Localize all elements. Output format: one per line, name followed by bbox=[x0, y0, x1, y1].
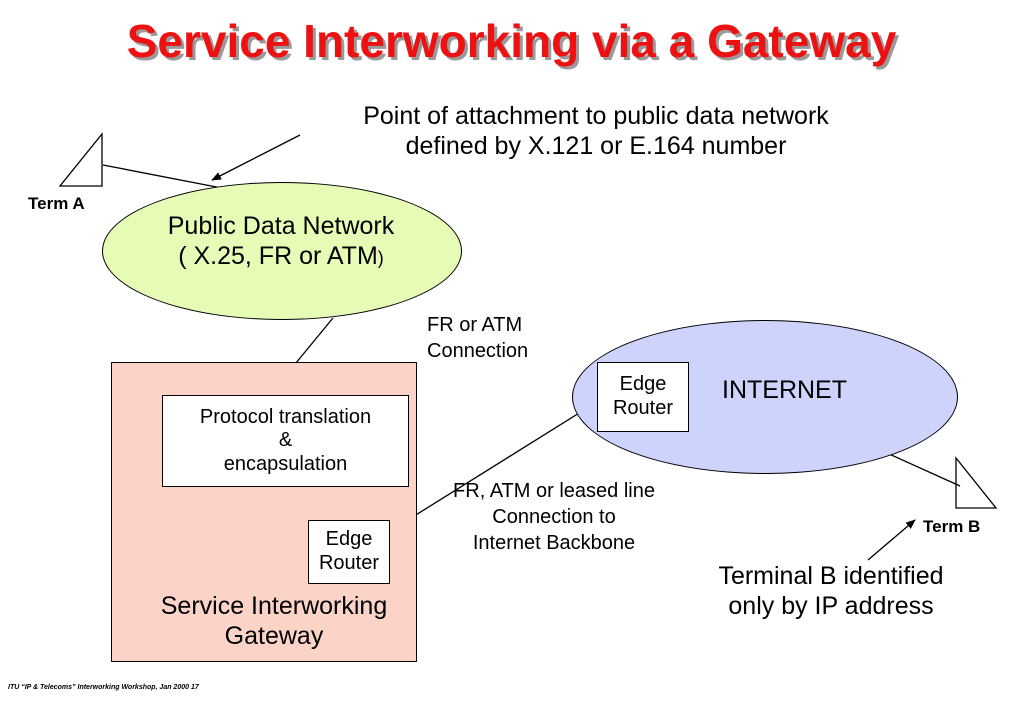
backbone-note-line1: FR, ATM or leased line bbox=[453, 480, 655, 502]
gateway-edge-router-line1: Edge bbox=[325, 528, 373, 551]
fr-atm-note-line1: FR or ATM bbox=[427, 314, 523, 336]
public-data-network-label: Public Data Network ( X.25, FR or ATM) bbox=[102, 212, 460, 271]
pdn-label-line2: ( X.25, FR or ATM) bbox=[102, 242, 460, 272]
slide-title: Service Interworking via a Gateway bbox=[126, 15, 897, 67]
gateway-label-line2: Gateway bbox=[224, 621, 324, 650]
term-a-triangle bbox=[58, 132, 103, 187]
slide-footer: ITU “IP & Telecoms” Interworking Worksho… bbox=[8, 684, 199, 691]
term-a-link bbox=[102, 164, 233, 191]
pdn-label-line2-main: ( X.25, FR or ATM bbox=[178, 241, 378, 270]
term-b-note: Terminal B identified only by IP address bbox=[690, 562, 972, 621]
gateway-edge-router-line2: Router bbox=[318, 552, 380, 574]
internet-edge-router-line2: Router bbox=[612, 397, 674, 419]
gateway-edge-router: Edge Router bbox=[308, 520, 390, 584]
term-b-link bbox=[877, 448, 961, 487]
protocol-line3: encapsulation bbox=[223, 452, 348, 475]
term-b-triangle bbox=[955, 456, 998, 509]
backbone-link bbox=[386, 399, 601, 534]
public-data-network bbox=[102, 182, 462, 320]
protocol-line1: Protocol translation bbox=[199, 405, 372, 428]
pdn-label-line1: Public Data Network bbox=[167, 212, 395, 240]
pdn-label-line2-close: ) bbox=[377, 247, 384, 268]
term-b-note-line1: Terminal B identified bbox=[718, 562, 944, 590]
term-b-arrow bbox=[867, 519, 916, 561]
attachment-note-line2: defined by X.121 or E.164 number bbox=[405, 131, 787, 160]
internet-label: INTERNET bbox=[722, 376, 847, 404]
protocol-line2: & bbox=[278, 429, 293, 452]
fr-atm-note: FR or ATM Connection bbox=[427, 312, 528, 364]
term-a-label: Term A bbox=[28, 194, 85, 213]
backbone-note-line2: Connection to bbox=[492, 506, 616, 528]
attachment-note-line1: Point of attachment to public data netwo… bbox=[363, 102, 829, 130]
term-b-note-line2: only by IP address bbox=[728, 591, 934, 620]
backbone-note-line3: Internet Backbone bbox=[472, 532, 636, 554]
backbone-note: FR, ATM or leased line Connection to Int… bbox=[420, 478, 688, 556]
protocol-translation-box: Protocol translation & encapsulation bbox=[162, 395, 409, 487]
internet-edge-router-line1: Edge bbox=[619, 373, 667, 396]
attachment-arrow bbox=[211, 134, 301, 181]
term-b-label: Term B bbox=[923, 517, 981, 536]
internet-edge-router: Edge Router bbox=[597, 362, 689, 432]
gateway-label-line1: Service Interworking bbox=[160, 592, 388, 620]
attachment-note: Point of attachment to public data netwo… bbox=[318, 102, 874, 161]
fr-atm-note-line2: Connection bbox=[427, 340, 529, 362]
gateway-label: Service Interworking Gateway bbox=[111, 592, 437, 651]
